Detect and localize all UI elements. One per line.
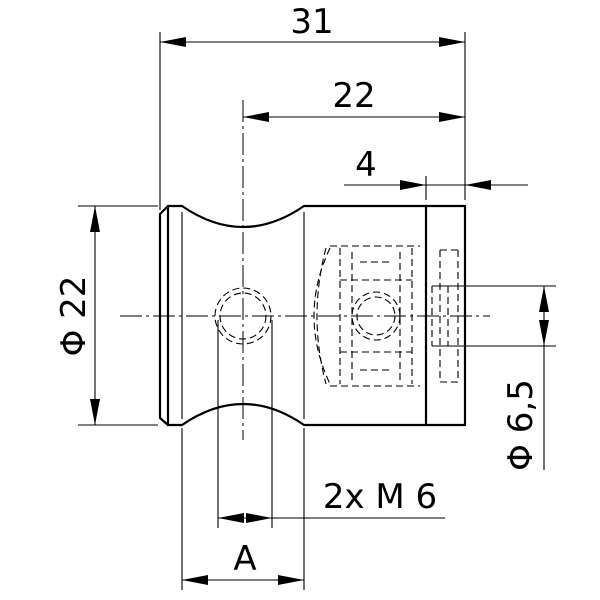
dim-label-center-to-end: 22: [332, 76, 375, 116]
center-lines: [120, 100, 490, 440]
dimension-hole-diameter: Φ 6,5: [501, 286, 549, 471]
dim-label-hole-diameter: Φ 6,5: [501, 379, 541, 471]
dimension-overall-length: 31: [160, 2, 465, 47]
dim-label-width-a: A: [233, 539, 256, 579]
dimension-end-step: 4: [344, 145, 528, 190]
dimension-body-diameter: Φ 22: [54, 206, 100, 425]
dim-label-overall-length: 31: [290, 2, 333, 42]
extension-lines: [78, 32, 556, 590]
dim-label-body-diameter: Φ 22: [54, 276, 94, 357]
dim-label-end-step: 4: [355, 145, 377, 185]
hidden-features: [214, 245, 459, 387]
dimension-center-to-end: 22: [243, 76, 465, 122]
dimension-thread-note: 2x M 6: [218, 477, 445, 523]
dimension-width-a: A: [182, 539, 304, 585]
dim-label-thread-note: 2x M 6: [323, 477, 437, 517]
